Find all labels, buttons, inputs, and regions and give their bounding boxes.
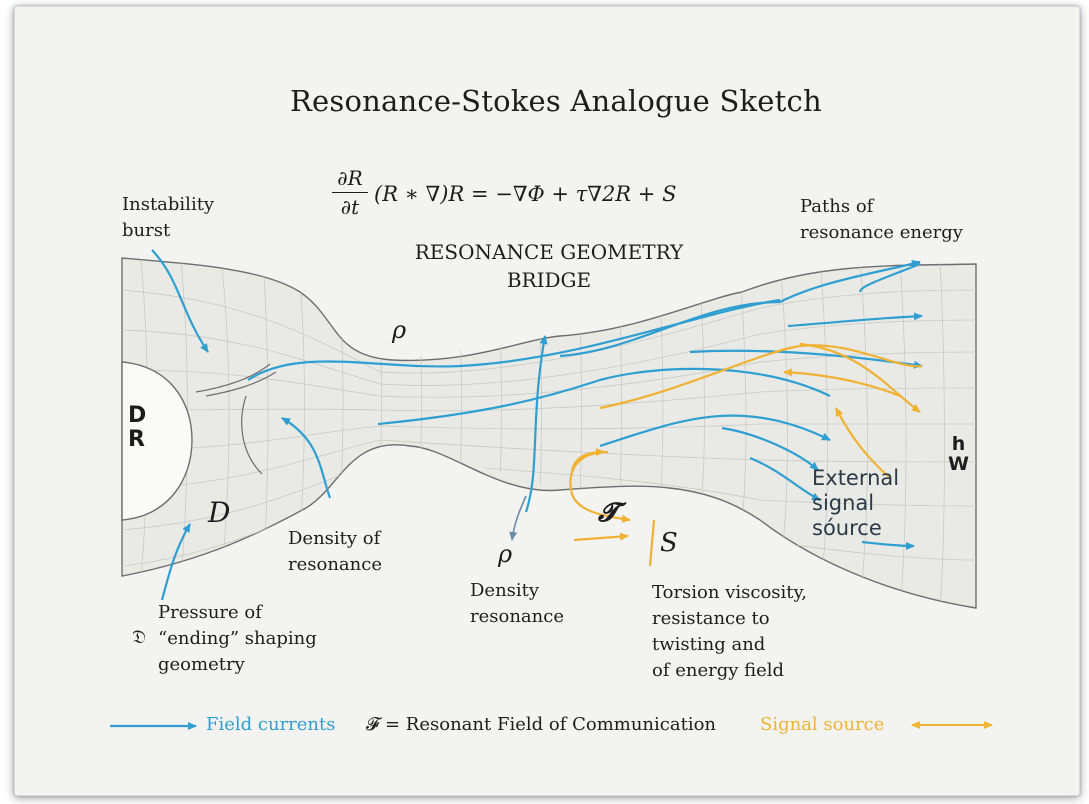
arrow-lower-3 [749, 456, 821, 501]
field-current-arrows [151, 249, 923, 601]
label-pressure: Pressure of “ending” shaping geometry [158, 600, 317, 678]
tube-surface [121, 257, 977, 609]
signal-source-arrows [569, 342, 923, 567]
label-external-signal: External signal sóurce [812, 466, 899, 541]
equation-body: (R ∗ ∇)R = −∇Φ + τ∇2R + S [374, 182, 677, 206]
label-density-of-resonance: Density of resonance [288, 526, 382, 578]
label-paths-line-2: resonance energy [800, 222, 963, 243]
label-instability: Instability burst [122, 192, 214, 244]
label-h-W: h W [948, 434, 969, 474]
arrow-pressure [160, 523, 191, 601]
label-density-resonance-line-2: resonance [470, 606, 564, 627]
label-external-line-3: sóurce [812, 516, 882, 540]
signal-curl [569, 450, 631, 523]
label-density-resonance: Density resonance [470, 578, 564, 630]
arrow-main-top [559, 259, 921, 358]
arrow-right-1 [787, 312, 923, 328]
label-torsion-line-2: resistance to [652, 608, 770, 629]
arrow-lower-1 [599, 414, 831, 448]
label-rho-bottom: ρ [498, 540, 513, 568]
page-title: Resonance-Stokes Analogue Sketch [290, 84, 822, 118]
arrow-source [861, 540, 915, 550]
label-D: D [128, 403, 147, 428]
label-instability-line-2: burst [122, 220, 171, 241]
left-cavity [121, 361, 193, 521]
label-D-R: D R [128, 404, 146, 452]
pressure-symbol: 𝔇 [132, 626, 147, 648]
arrow-density-up [524, 335, 548, 513]
legend-field-currents: Field currents [206, 714, 336, 735]
arrow-main-left [247, 298, 781, 381]
arrow-lower-2 [721, 426, 819, 471]
label-external-line-2: signal [812, 491, 875, 515]
S-symbol: S [660, 528, 678, 558]
arrow-lower-stream [377, 367, 831, 426]
signal-to-S [573, 532, 629, 542]
label-pressure-line-1: Pressure of [158, 602, 262, 623]
label-torsion-line-1: Torsion viscosity, [652, 582, 808, 603]
label-paths: Paths of resonance energy [800, 194, 963, 246]
label-R: R [128, 427, 145, 452]
label-pressure-line-3: geometry [158, 654, 245, 675]
arrow-instability [151, 249, 209, 353]
label-density-resonance-line-1: Density [470, 580, 540, 601]
center-heading-line-2: BRIDGE [506, 268, 592, 292]
label-instability-line-1: Instability [122, 194, 215, 215]
signal-diagonal [835, 407, 891, 479]
label-W: W [948, 453, 969, 475]
arrow-rho-down [509, 495, 527, 541]
torsion-symbol: 𝓣 [598, 498, 618, 528]
label-pressure-line-2: “ending” shaping [158, 628, 317, 649]
label-torsion-line-3: twisting and [652, 634, 766, 655]
label-h: h [951, 433, 966, 455]
label-rho-top: ρ [392, 316, 407, 344]
label-density-of-resonance-line-2: resonance [288, 554, 382, 575]
label-paths-line-1: Paths of [800, 196, 874, 217]
arrow-density-resonance [281, 417, 332, 499]
signal-right [799, 342, 921, 413]
legend-definition: 𝓕 = Resonant Field of Communication [366, 714, 717, 735]
signal-stream [599, 344, 923, 410]
signal-back [783, 368, 901, 398]
legend-signal-source: Signal source [760, 714, 885, 735]
arrow-paths [858, 262, 921, 293]
label-D-italic: D [208, 496, 231, 529]
equation-numerator: ∂R [337, 166, 363, 190]
label-torsion: Torsion viscosity, resistance to twistin… [652, 580, 807, 684]
equation-fraction-bar [332, 192, 368, 193]
equation-fraction: ∂R ∂t [330, 166, 370, 219]
label-torsion-line-4: of energy field [652, 660, 785, 681]
label-external-line-1: External [812, 466, 900, 490]
signal-curl-top [570, 448, 605, 471]
funnel-lines [195, 363, 277, 475]
center-heading-line-1: RESONANCE GEOMETRY [414, 240, 684, 264]
label-density-of-resonance-line-1: Density of [288, 528, 381, 549]
signal-bar-S [648, 519, 656, 567]
center-heading: RESONANCE GEOMETRY BRIDGE [398, 238, 700, 294]
equation-denominator: ∂t [340, 195, 360, 219]
